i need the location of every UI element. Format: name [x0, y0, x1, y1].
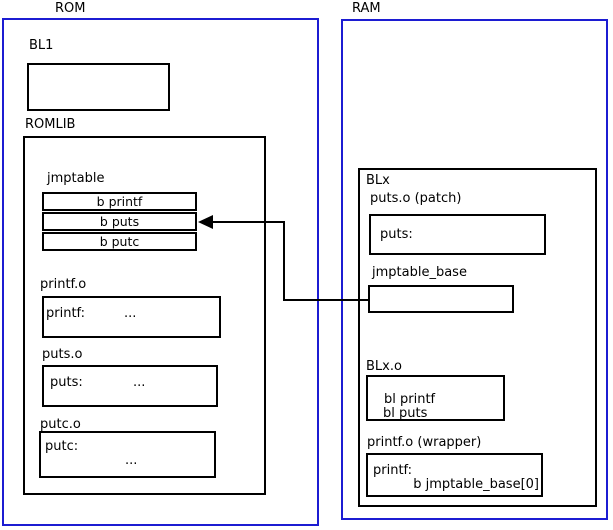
puts-patch-label: puts.o (patch): [370, 191, 462, 206]
putc-body-ellipsis: ...: [125, 453, 138, 468]
jmptable-row-putc: b putc: [42, 232, 197, 251]
printf-wrapper-box: printf: b jmptable_base[0]: [366, 453, 543, 497]
putc-o-label: putc.o: [40, 417, 81, 432]
rom-region-label: ROM: [55, 1, 86, 16]
blx-o-box: bl printf bl puts: [366, 375, 505, 421]
puts-symbol: puts:: [50, 375, 83, 390]
ram-region-label: RAM: [352, 1, 381, 16]
printf-o-box: printf: ...: [42, 296, 221, 338]
jmptable-base-label: jmptable_base: [372, 265, 467, 280]
putc-o-box: putc: ...: [39, 431, 216, 478]
jmptable-row-puts: b puts: [42, 212, 197, 231]
blx-label: BLx: [366, 173, 390, 188]
printf-body-ellipsis: ...: [124, 306, 137, 321]
romlib-label: ROMLIB: [25, 117, 76, 132]
printf-symbol: printf:: [46, 306, 86, 321]
jmptable-label: jmptable: [47, 171, 105, 186]
jmptable-base-box: [368, 285, 514, 313]
printf-wrapper-symbol: printf:: [373, 463, 413, 478]
jmptable-row-printf: b printf: [42, 192, 197, 211]
printf-wrapper-branch: b jmptable_base[0]: [413, 477, 539, 492]
printf-o-label: printf.o: [40, 277, 87, 292]
blx-o-label: BLx.o: [366, 359, 402, 374]
bl1-box: [27, 63, 170, 111]
puts-o-label: puts.o: [42, 347, 83, 362]
puts-patch-symbol: puts:: [380, 227, 413, 242]
blx-o-instruction-2: bl puts: [383, 406, 428, 421]
puts-body-ellipsis: ...: [133, 375, 146, 390]
bl1-label: BL1: [29, 38, 54, 53]
printf-wrapper-label: printf.o (wrapper): [367, 435, 482, 450]
puts-o-box: puts: ...: [42, 365, 218, 407]
putc-symbol: putc:: [45, 439, 79, 454]
blx-o-instruction-1: bl printf: [384, 392, 436, 407]
puts-patch-box: puts:: [369, 214, 546, 255]
